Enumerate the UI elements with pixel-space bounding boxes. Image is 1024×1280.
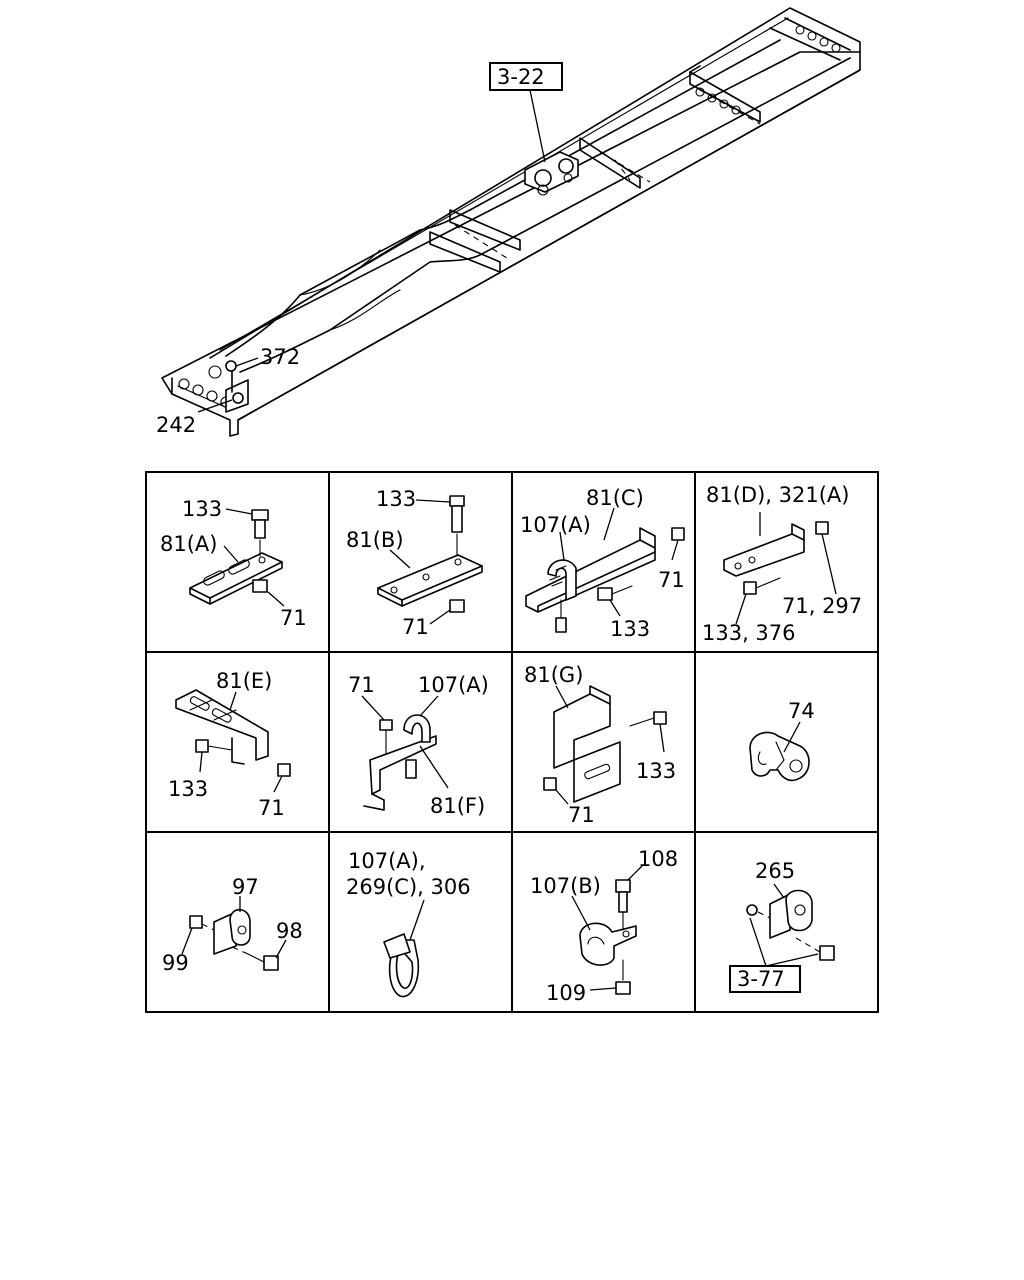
label-107a: 107(A)	[520, 513, 591, 537]
label-81g: 81(G)	[524, 663, 583, 687]
label-81a: 81(A)	[160, 532, 217, 556]
label-133: 133	[168, 777, 208, 801]
label-81d-321a: 81(D), 321(A)	[706, 483, 849, 507]
label-97: 97	[232, 875, 259, 899]
label-3-77: 3-77	[737, 967, 785, 991]
cell-81d: 81(D), 321(A) 71, 297 133, 376	[702, 483, 862, 645]
label-99: 99	[162, 951, 189, 975]
cell-107b: 108 107(B) 109	[530, 847, 678, 1005]
label-81b: 81(B)	[346, 528, 404, 552]
cell-81e: 81(E) 133 71	[168, 669, 291, 820]
chassis-frame-drawing	[161, 7, 861, 437]
callout-372: 372	[260, 345, 300, 369]
parts-grid	[145, 471, 879, 1013]
label-81e: 81(E)	[216, 669, 272, 693]
label-71: 71	[348, 673, 375, 697]
cell-265: 265 3-77	[729, 859, 835, 993]
cell-81f: 71 107(A) 81(F)	[348, 673, 489, 818]
label-71-297: 71, 297	[782, 594, 862, 618]
cell-81a: 133 81(A) 71	[160, 497, 307, 630]
label-71: 71	[658, 568, 685, 592]
label-107a: 107(A),	[348, 849, 426, 873]
label-133: 133	[182, 497, 222, 521]
cell-81g: 81(G) 133 71	[524, 663, 676, 827]
label-81c: 81(C)	[586, 486, 644, 510]
cell-81c: 81(C) 107(A) 71 133	[520, 486, 685, 641]
label-71: 71	[280, 606, 307, 630]
label-133: 133	[376, 487, 416, 511]
label-81f: 81(F)	[430, 794, 485, 818]
label-108: 108	[638, 847, 678, 871]
reference-3-22-label: 3-22	[497, 65, 545, 89]
reference-box-3-77	[729, 965, 801, 993]
label-269c-306: 269(C), 306	[346, 875, 471, 899]
label-98: 98	[276, 919, 303, 943]
label-71: 71	[258, 796, 285, 820]
cell-107a-tie: 107(A), 269(C), 306	[346, 849, 471, 998]
label-107a: 107(A)	[418, 673, 489, 697]
cell-81b: 133 81(B) 71	[346, 487, 483, 639]
label-71: 71	[402, 615, 429, 639]
label-109: 109	[546, 981, 586, 1005]
label-71: 71	[568, 803, 595, 827]
label-133-376: 133, 376	[702, 621, 796, 645]
cell-74: 74	[749, 699, 815, 782]
label-107b: 107(B)	[530, 874, 601, 898]
callout-242: 242	[156, 413, 196, 437]
label-74: 74	[788, 699, 815, 723]
reference-box-3-22	[489, 62, 563, 91]
label-265: 265	[755, 859, 795, 883]
label-133: 133	[636, 759, 676, 783]
cell-97: 97 98 99	[162, 875, 303, 975]
label-133: 133	[610, 617, 650, 641]
